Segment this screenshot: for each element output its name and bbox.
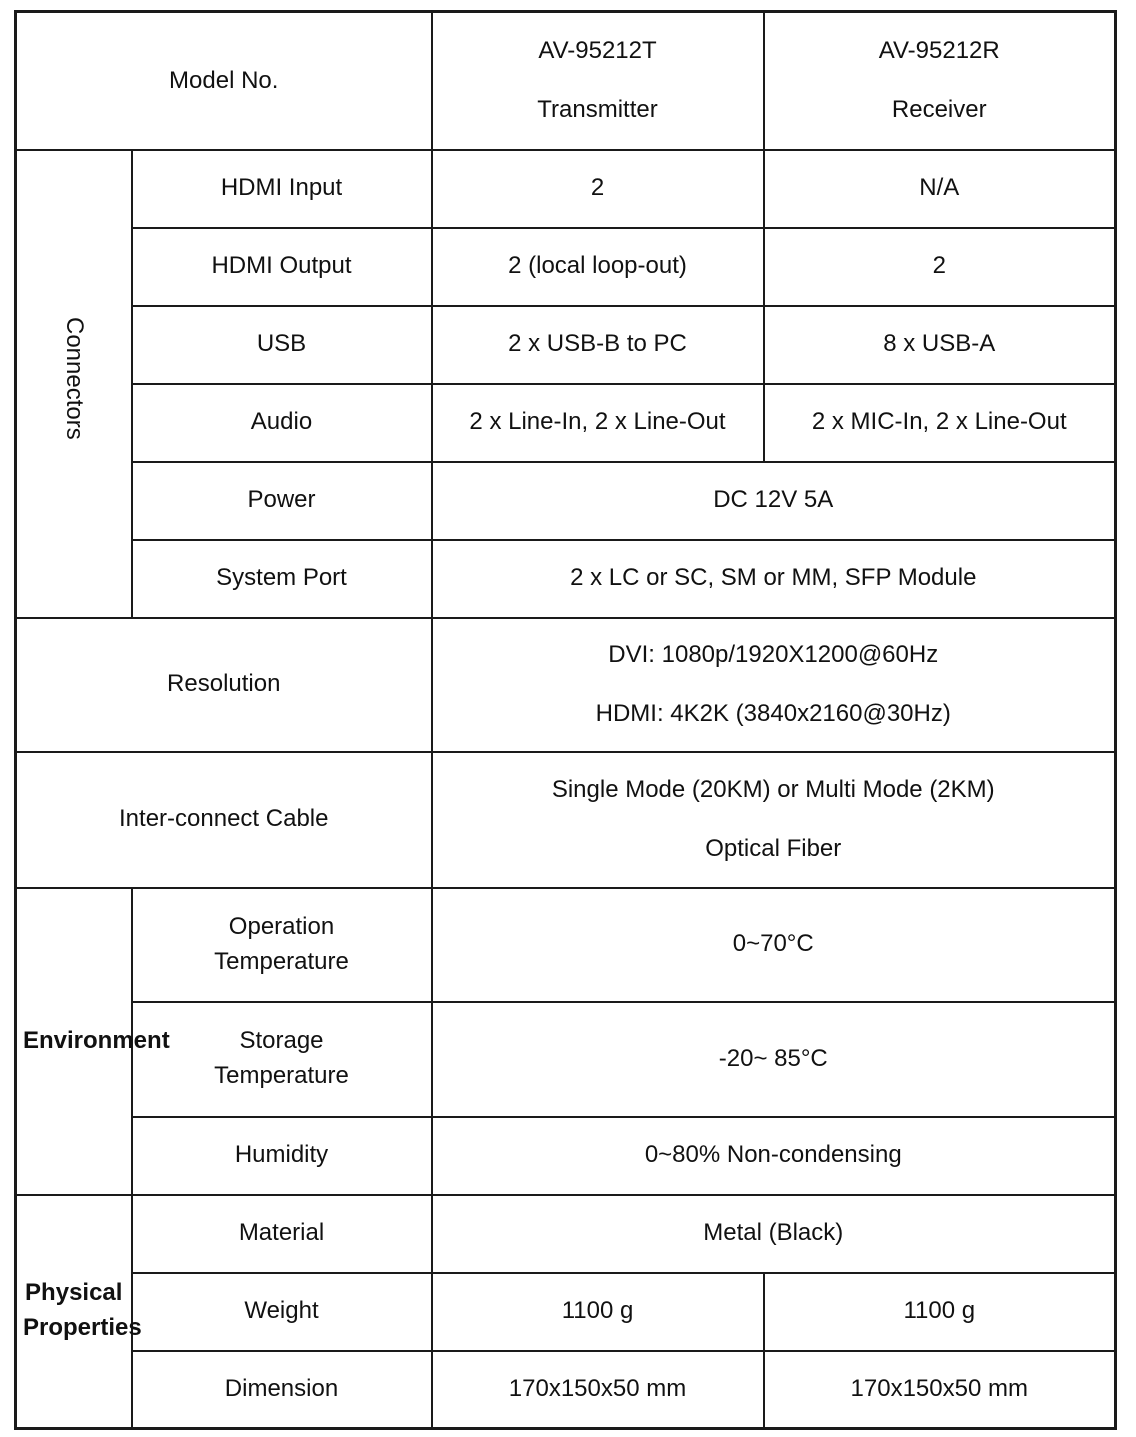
value-hdmi-output-transmitter: 2 (local loop-out) <box>430 226 765 307</box>
row-label-interconnect-cable: Inter-connect Cable <box>14 750 433 889</box>
table-row-resolution: Resolution DVI: 1080p/1920X1200@60Hz HDM… <box>14 616 1117 753</box>
value-weight-transmitter: 1100 g <box>430 1271 765 1352</box>
row-label-operation-temperature: Operation Temperature <box>130 886 433 1003</box>
specification-table: Model No. AV-95212T Transmitter AV-95212… <box>14 10 1117 1430</box>
header-receiver-cell: AV-95212R Receiver <box>762 10 1117 151</box>
value-hdmi-input-receiver: N/A <box>762 148 1117 229</box>
transmitter-role: Transmitter <box>537 95 658 123</box>
physical-properties-line1: Physical <box>25 1279 123 1307</box>
row-label-humidity: Humidity <box>130 1115 433 1196</box>
group-label-physical-properties: Physical Properties <box>14 1193 142 1430</box>
table-row-material: Physical Properties Material Metal (Blac… <box>14 1193 1117 1430</box>
value-material: Metal (Black) <box>430 1193 1117 1274</box>
storage-temperature-line2: Temperature <box>214 1062 349 1089</box>
cable-type: Optical Fiber <box>705 834 842 862</box>
table-row-audio: Audio 2 x Line-In, 2 x Line-Out 2 x MIC-… <box>16 382 1117 463</box>
cable-modes: Single Mode (20KM) or Multi Mode (2KM) <box>551 776 995 804</box>
table-row-power: Power DC 12V 5A <box>16 460 1117 541</box>
table-row-system-port: System Port 2 x LC or SC, SM or MM, SFP … <box>16 538 1117 619</box>
value-resolution: DVI: 1080p/1920X1200@60Hz HDMI: 4K2K (38… <box>430 616 1117 753</box>
header-transmitter-cell: AV-95212T Transmitter <box>430 10 765 151</box>
specification-sheet: Model No. AV-95212T Transmitter AV-95212… <box>14 10 1117 1430</box>
receiver-role: Receiver <box>891 95 987 123</box>
resolution-hdmi: HDMI: 4K2K (3840x2160@30Hz) <box>595 699 951 727</box>
value-power: DC 12V 5A <box>430 460 1117 541</box>
value-hdmi-input-transmitter: 2 <box>430 148 765 229</box>
cable-spacer <box>439 807 1109 833</box>
row-label-system-port: System Port <box>130 538 433 619</box>
operation-temperature-line2: Temperature <box>214 947 349 975</box>
resolution-spacer <box>439 672 1109 698</box>
value-audio-transmitter: 2 x Line-In, 2 x Line-Out <box>430 382 765 463</box>
group-label-environment: Environment <box>14 886 170 1196</box>
table-row-weight: Weight 1100 g 1100 g <box>16 1271 1117 1352</box>
table-row-dimension: Dimension 170x150x50 mm 170x150x50 mm <box>16 1349 1117 1430</box>
value-dimension-receiver: 170x150x50 mm <box>762 1349 1117 1430</box>
value-audio-receiver: 2 x MIC-In, 2 x Line-Out <box>762 382 1117 463</box>
row-label-power: Power <box>130 460 433 541</box>
value-usb-transmitter: 2 x USB-B to PC <box>430 304 765 385</box>
value-system-port: 2 x LC or SC, SM or MM, SFP Module <box>430 538 1117 619</box>
value-dimension-transmitter: 170x150x50 mm <box>430 1349 765 1430</box>
transmitter-model: AV-95212T <box>538 37 657 65</box>
value-interconnect-cable: Single Mode (20KM) or Multi Mode (2KM) O… <box>430 750 1117 889</box>
value-hdmi-output-receiver: 2 <box>762 226 1117 307</box>
operation-temperature-line1: Operation <box>228 912 335 940</box>
table-row-humidity: Humidity 0~80% Non-condensing <box>16 1115 1117 1196</box>
header-model-no-label: Model No. <box>14 10 433 151</box>
value-weight-receiver: 1100 g <box>762 1271 1117 1352</box>
row-label-weight: Weight <box>130 1271 433 1352</box>
header-spacer <box>439 68 757 94</box>
table-row-hdmi-input: Connectors HDMI Input 2 N/A <box>14 148 1117 619</box>
storage-temperature-line1: Storage <box>239 1027 324 1055</box>
table-row-interconnect-cable: Inter-connect Cable Single Mode (20KM) o… <box>14 750 1117 889</box>
table-header-row: Model No. AV-95212T Transmitter AV-95212… <box>14 10 1117 151</box>
receiver-model: AV-95212R <box>878 37 1000 65</box>
group-label-connectors-text: Connectors <box>60 317 88 441</box>
table-row-storage-temperature: Storage Temperature -20~ 85°C <box>16 1000 1117 1118</box>
row-label-audio: Audio <box>130 382 433 463</box>
row-label-usb: USB <box>130 304 433 385</box>
value-storage-temperature: -20~ 85°C <box>430 1000 1117 1118</box>
value-humidity: 0~80% Non-condensing <box>430 1115 1117 1196</box>
value-usb-receiver: 8 x USB-A <box>762 304 1117 385</box>
resolution-dvi: DVI: 1080p/1920X1200@60Hz <box>608 641 939 669</box>
row-label-material: Material <box>130 1193 433 1274</box>
value-operation-temperature: 0~70°C <box>430 886 1117 1003</box>
table-row-usb: USB 2 x USB-B to PC 8 x USB-A <box>16 304 1117 385</box>
row-label-hdmi-input: HDMI Input <box>130 148 433 229</box>
row-label-resolution: Resolution <box>14 616 433 753</box>
row-label-hdmi-output: HDMI Output <box>130 226 433 307</box>
row-label-storage-temperature: Storage Temperature <box>130 1000 433 1118</box>
table-row-operation-temperature: Environment Operation Temperature 0~70°C <box>14 886 1117 1196</box>
table-row-hdmi-output: HDMI Output 2 (local loop-out) 2 <box>16 226 1117 307</box>
group-label-connectors: Connectors <box>14 148 133 619</box>
physical-properties-line2: Properties <box>23 1314 142 1342</box>
row-label-dimension: Dimension <box>130 1349 433 1430</box>
header-spacer <box>771 68 1109 94</box>
